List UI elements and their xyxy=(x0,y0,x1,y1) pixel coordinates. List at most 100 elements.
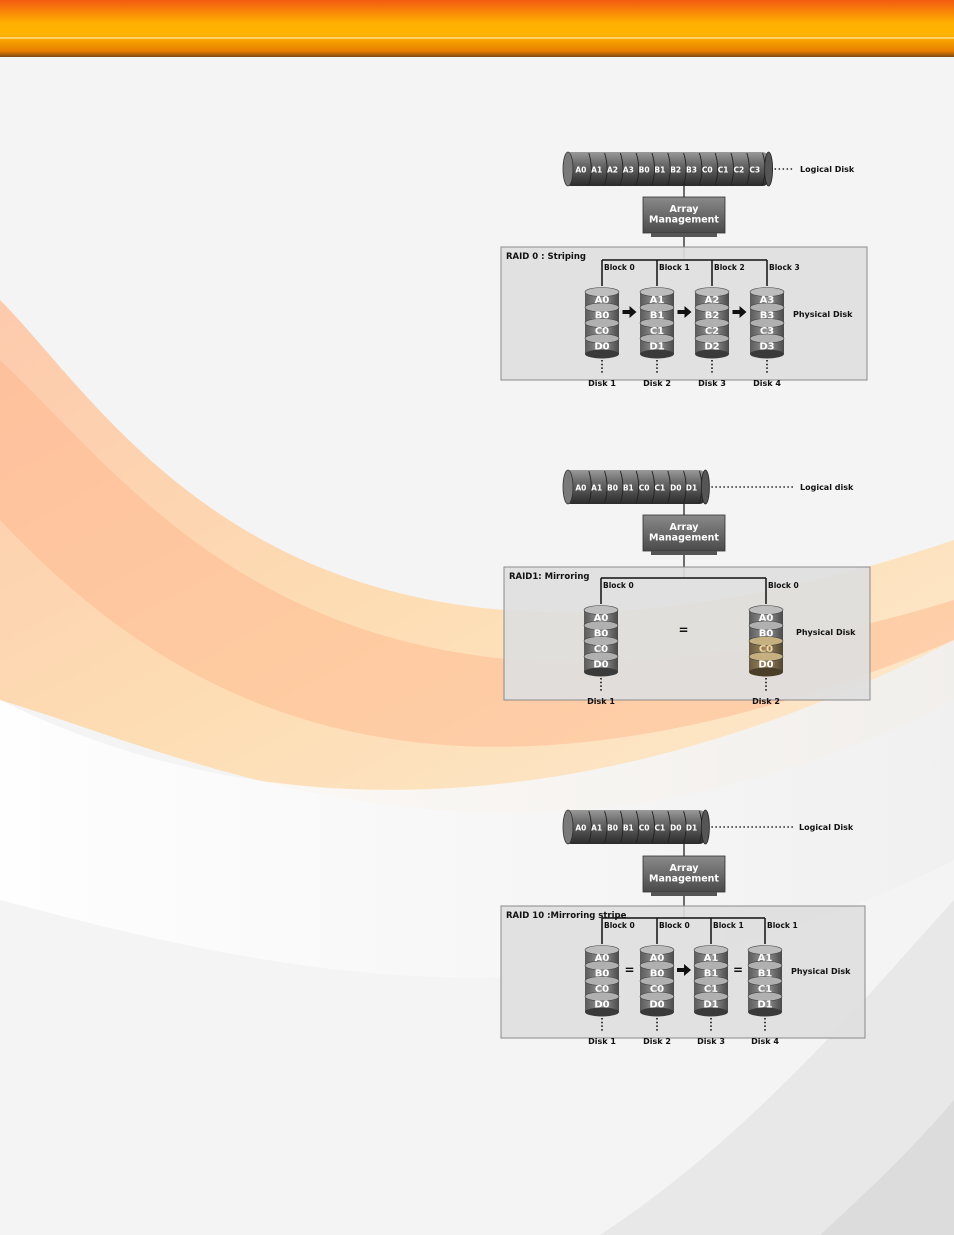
mirror-equals-sign: = xyxy=(624,963,634,977)
logical-block-label: A0 xyxy=(575,484,586,493)
physical-disk-label: Physical Disk xyxy=(796,628,856,637)
disk-layer-label: D0 xyxy=(594,1000,609,1011)
logical-block-label: A0 xyxy=(575,166,586,175)
array-management-label: Management xyxy=(649,533,719,544)
stripe-arrow-icon xyxy=(622,306,637,318)
logical-disk-label: Logical Disk xyxy=(799,823,854,832)
logical-block-label: C0 xyxy=(702,166,713,175)
logical-block-label: A1 xyxy=(591,484,602,493)
disk-layer-label: D3 xyxy=(759,342,774,353)
physical-disk-label: Physical Disk xyxy=(793,310,853,319)
disk-layer-label: C1 xyxy=(650,326,664,337)
logical-block-label: B1 xyxy=(654,166,665,175)
disk-layer-label: D1 xyxy=(649,342,664,353)
logical-block-label: A0 xyxy=(575,824,586,833)
block-label: Block 0 xyxy=(604,263,635,272)
disk-layer-label: C1 xyxy=(758,984,772,995)
logical-block-label: B3 xyxy=(686,166,697,175)
disk-name-label: Disk 1 xyxy=(588,1037,616,1046)
disk-name-label: Disk 1 xyxy=(588,379,616,388)
logical-block-label: B1 xyxy=(623,484,634,493)
raid-level-box xyxy=(503,566,871,701)
disk-layer-label: A1 xyxy=(758,953,773,964)
logical-block-label: C0 xyxy=(639,484,650,493)
disk-name-label: Disk 4 xyxy=(753,379,781,388)
disk-layer-label: B0 xyxy=(650,969,665,980)
disk-layer-label: A0 xyxy=(595,295,610,306)
logical-block-label: A2 xyxy=(607,166,618,175)
array-management-label: Array xyxy=(669,204,699,215)
disk-name-label: Disk 1 xyxy=(587,697,615,706)
logical-block-label: C0 xyxy=(639,824,650,833)
block-label: Block 3 xyxy=(769,263,800,272)
disk-layer-label: A2 xyxy=(705,295,720,306)
disk-layer-label: D0 xyxy=(593,660,608,671)
disk-layer-label: C2 xyxy=(705,326,719,337)
logical-block-label: A1 xyxy=(591,824,602,833)
disk-layer-label: B1 xyxy=(650,311,665,322)
disk-layer-label: D1 xyxy=(757,1000,772,1011)
disk-name-label: Disk 4 xyxy=(751,1037,779,1046)
disk-layer-label: B2 xyxy=(705,311,720,322)
block-label: Block 1 xyxy=(713,921,744,930)
disk-layer-label: A0 xyxy=(594,613,609,624)
stripe-arrow-icon xyxy=(732,306,747,318)
stripe-arrow-icon xyxy=(677,306,692,318)
disk-name-label: Disk 2 xyxy=(643,379,671,388)
disk-name-label: Disk 3 xyxy=(698,379,726,388)
disk-layer-label: B0 xyxy=(594,629,609,640)
disk-layer-label: C0 xyxy=(594,644,608,655)
logical-block-label: D1 xyxy=(686,484,697,493)
logical-disk-label: Logical disk xyxy=(800,483,854,492)
logical-block-label: C2 xyxy=(734,166,745,175)
logical-block-label: C1 xyxy=(655,824,666,833)
block-label: Block 0 xyxy=(603,581,634,590)
disk-layer-label: D0 xyxy=(594,342,609,353)
disk-layer-label: B0 xyxy=(595,311,610,322)
disk-layer-label: D0 xyxy=(758,660,773,671)
block-label: Block 2 xyxy=(714,263,745,272)
disk-layer-label: B0 xyxy=(595,969,610,980)
array-management-label: Management xyxy=(649,874,719,885)
block-label: Block 1 xyxy=(659,263,690,272)
physical-disk-label: Physical Disk xyxy=(791,967,851,976)
disk-name-label: Disk 3 xyxy=(697,1037,725,1046)
logical-block-label: B1 xyxy=(623,824,634,833)
logical-block-label: C1 xyxy=(655,484,666,493)
logical-block-label: B0 xyxy=(639,166,650,175)
disk-layer-label: D2 xyxy=(704,342,719,353)
logical-block-label: C1 xyxy=(718,166,729,175)
logical-block-label: D1 xyxy=(686,824,697,833)
disk-layer-label: D1 xyxy=(703,1000,718,1011)
logical-block-label: C3 xyxy=(749,166,760,175)
disk-layer-label: A0 xyxy=(595,953,610,964)
raid-level-title: RAID 10 :Mirroring stripe xyxy=(506,911,627,921)
disk-layer-label: A0 xyxy=(759,613,774,624)
disk-layer-label: A3 xyxy=(760,295,775,306)
disk-name-label: Disk 2 xyxy=(752,697,780,706)
array-management-label: Array xyxy=(669,863,699,874)
block-label: Block 0 xyxy=(768,581,799,590)
logical-block-label: A1 xyxy=(591,166,602,175)
disk-layer-label: A0 xyxy=(650,953,665,964)
block-label: Block 1 xyxy=(767,921,798,930)
disk-layer-label: C0 xyxy=(650,984,664,995)
orange-header-bar xyxy=(0,0,954,57)
logical-disk-label: Logical Disk xyxy=(800,165,855,174)
logical-block-label: B0 xyxy=(607,484,618,493)
disk-name-label: Disk 2 xyxy=(643,1037,671,1046)
